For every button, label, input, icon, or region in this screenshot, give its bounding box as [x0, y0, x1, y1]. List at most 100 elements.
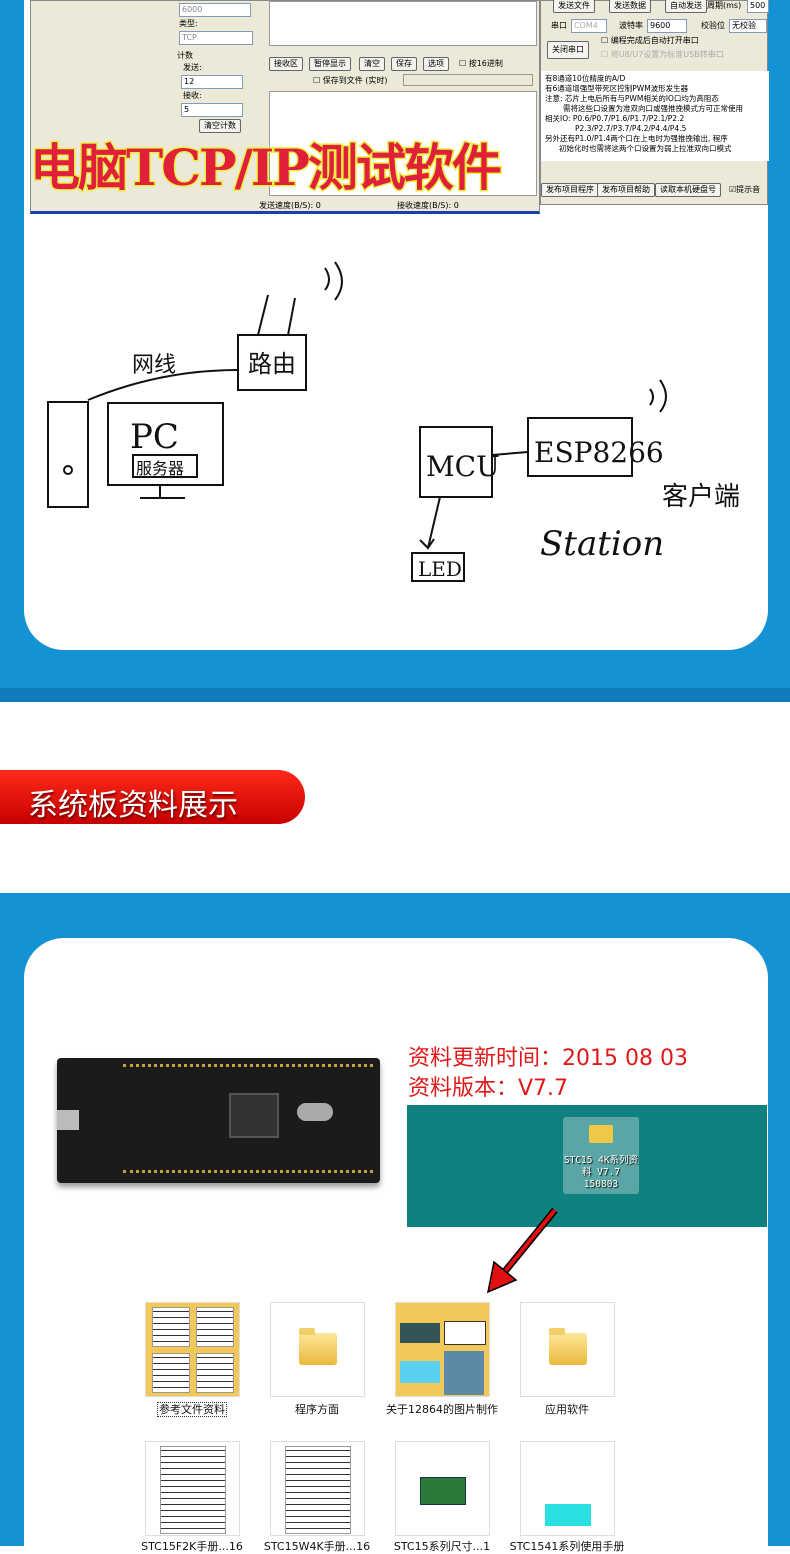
read-disk-button[interactable]: 读取本机硬盘号: [655, 183, 721, 197]
send-file-button[interactable]: 发送文件: [553, 0, 595, 13]
period-label: 周期(ms): [707, 1, 742, 10]
board-icon: [420, 1477, 466, 1505]
folder-program[interactable]: [270, 1302, 365, 1397]
auto-open-label: 编程完成后自动打开串口: [610, 36, 699, 45]
recv-area-button[interactable]: 接收区: [269, 57, 303, 71]
info-line: 相关IO: P0.6/P0.7/P1.6/P1.7/P2.1/P2.2: [545, 114, 685, 123]
info-line: 初始化时也需将这两个口设置为弱上拉准双向口模式: [559, 144, 732, 153]
send-area[interactable]: [269, 1, 537, 46]
mcu-label: MCU: [426, 450, 500, 483]
period-field[interactable]: 500: [747, 0, 769, 13]
clear-count-button[interactable]: 清空计数: [199, 119, 241, 133]
file-stc15w4k-manual[interactable]: [270, 1441, 365, 1536]
save-file-checkbox[interactable]: ☐ 保存到文件 (实时): [313, 76, 388, 85]
led-box: [411, 552, 465, 582]
file-stc1541-manual[interactable]: [520, 1441, 615, 1536]
caption-stc15-dimensions: STC15系列尺寸...1: [393, 1540, 491, 1553]
save-file-label: 保存到文件 (实时): [322, 76, 388, 85]
save-button[interactable]: 保存: [391, 57, 417, 71]
port-label: 串口: [551, 21, 567, 30]
info-line: 另外还有P1.0/P1.4两个口在上电时为强推挽输出, 程序: [545, 134, 728, 143]
info-line: 注意: 芯片上电后所有与PWM相关的IO口均为高阻态: [545, 94, 719, 103]
folder-icon: [589, 1125, 613, 1143]
crystal: [297, 1103, 333, 1121]
info-line: P2.3/P2.7/P3.7/P4.2/P4.4/P4.5: [575, 124, 687, 133]
recv-speed: 接收速度(B/S): 0: [397, 201, 459, 210]
cable-label: 网线: [132, 353, 176, 378]
station-label: Station: [540, 524, 664, 564]
beep-label: 提示音: [736, 185, 761, 194]
pause-button[interactable]: 暂停显示: [309, 57, 351, 71]
pc-label: PC: [130, 417, 179, 457]
usb-option-checkbox[interactable]: ☐ 将U8/U7设置为标准USB转串口: [601, 50, 724, 59]
section-divider: [0, 688, 790, 702]
hex-label: 按16进制: [468, 59, 503, 68]
publish-program-button[interactable]: 发布项目程序: [541, 183, 599, 197]
folder-icon: [299, 1328, 337, 1365]
document-icon: [545, 1504, 591, 1526]
port-field[interactable]: 6000: [179, 3, 251, 17]
server-label: 服务器: [136, 459, 184, 478]
auto-open-checkbox[interactable]: ☐ 编程完成后自动打开串口: [601, 36, 699, 45]
baud-select[interactable]: 9600: [647, 19, 687, 33]
esp-label: ESP8266: [534, 436, 664, 469]
close-port-button[interactable]: 关闭串口: [547, 41, 589, 59]
caption-stc15w4k: STC15W4K手册...16: [263, 1540, 371, 1553]
send-count-field[interactable]: 12: [181, 75, 243, 89]
system-board-image: [57, 1058, 380, 1183]
file-stc15f2k-manual[interactable]: [145, 1441, 240, 1536]
file-stc15-dimensions[interactable]: [395, 1441, 490, 1536]
parity-select[interactable]: 无校验: [729, 19, 767, 33]
pin-header-top: [123, 1064, 373, 1068]
type-select[interactable]: TCP: [179, 31, 253, 45]
usb-option-label: 将U8/U7设置为标准USB转串口: [610, 50, 724, 59]
hex-checkbox[interactable]: ☐ 按16进制: [459, 59, 503, 68]
desktop-folder-icon[interactable]: STC15 4K系列资料 V7.7 150803: [563, 1117, 639, 1194]
version: 资料版本：V7.7: [408, 1076, 569, 1101]
isp-window: 发送文件 发送数据 自动发送 周期(ms) 500 串口 COM4 波特率 96…: [540, 0, 769, 205]
section-banner: 系统板资料展示: [0, 770, 305, 824]
pin-header-bottom: [123, 1170, 373, 1174]
router-box: [237, 334, 307, 391]
beep-checkbox[interactable]: ☑提示音: [729, 185, 761, 194]
info-line: 有8通道10位精度的A/D: [545, 74, 626, 83]
router-label: 路由: [248, 350, 296, 378]
esp-box: [527, 417, 633, 477]
pc-tower: [47, 401, 89, 508]
document-icon: [285, 1446, 351, 1534]
options-button[interactable]: 选项: [423, 57, 449, 71]
mcu-chip: [229, 1093, 279, 1138]
type-label: 类型:: [179, 19, 198, 28]
usb-port: [57, 1110, 79, 1130]
auto-send-button[interactable]: 自动发送: [665, 0, 707, 13]
mcu-box: [419, 426, 493, 498]
caption-app-software: 应用软件: [545, 1403, 589, 1416]
caption-stc1541: STC1541系列使用手册: [509, 1540, 625, 1553]
info-text: 有8通道10位精度的A/D 有6通道增强型带死区控制PWM波形发生器 注意: 芯…: [541, 71, 769, 161]
receive-area[interactable]: [269, 91, 537, 196]
port-select[interactable]: COM4: [571, 19, 607, 33]
pc-monitor: [107, 402, 224, 486]
send-data-button[interactable]: 发送数据: [609, 0, 651, 13]
send-count-label: 发送:: [183, 63, 202, 72]
clear-button[interactable]: 清空: [359, 57, 385, 71]
desktop-folder-label: STC15 4K系列资料 V7.7 150803: [563, 1155, 639, 1190]
count-label: 计数: [177, 51, 193, 60]
document-icon: [160, 1446, 226, 1534]
recv-count-field[interactable]: 5: [181, 103, 243, 117]
folder-reference-docs[interactable]: [145, 1302, 240, 1397]
caption-reference-docs: 参考文件资料: [157, 1402, 227, 1417]
folder-12864-images[interactable]: [395, 1302, 490, 1397]
folder-icon: [549, 1328, 587, 1365]
desktop-area: STC15 4K系列资料 V7.7 150803: [407, 1105, 767, 1227]
baud-label: 波特率: [619, 21, 643, 30]
send-speed: 发送速度(B/S): 0: [259, 201, 321, 210]
led-label: LED: [418, 557, 462, 581]
file-path-field[interactable]: [403, 74, 533, 86]
caption-stc15f2k: STC15F2K手册...16: [141, 1540, 243, 1553]
info-line: 有6通道增强型带死区控制PWM波形发生器: [545, 84, 689, 93]
publish-help-button[interactable]: 发布项目帮助: [597, 183, 655, 197]
update-time: 资料更新时间：2015 08 03: [408, 1046, 688, 1071]
recv-count-label: 接收:: [183, 91, 202, 100]
folder-app-software[interactable]: [520, 1302, 615, 1397]
